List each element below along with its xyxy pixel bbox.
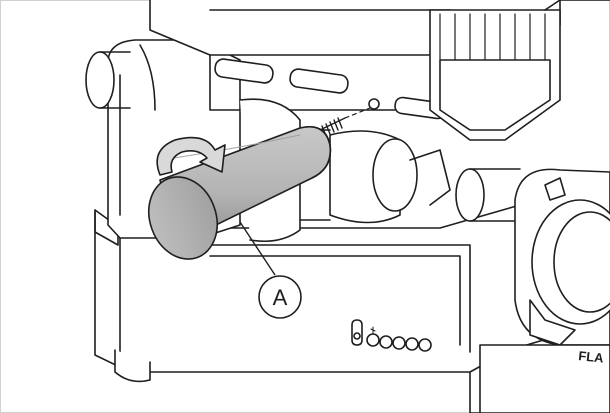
- carriage-front: [209, 54, 471, 111]
- slot-1: [214, 58, 274, 84]
- arm-link: [409, 149, 451, 206]
- left-shaft-body: [99, 51, 131, 109]
- left-shaft-end: [85, 51, 115, 109]
- dial-pointer: [529, 299, 576, 346]
- clamp-block: [429, 9, 561, 141]
- dial-notch: [544, 177, 566, 201]
- front-panel-inner: [209, 255, 461, 346]
- tool-cylinder: [148, 126, 332, 260]
- clamp-teeth: [439, 13, 546, 61]
- threaded-screw: [319, 107, 371, 137]
- led-indicator-panel: [351, 319, 432, 352]
- front-panel-edge: [199, 244, 471, 353]
- housing-curve: [139, 44, 156, 111]
- callout-circle: [258, 275, 302, 319]
- lower-right-panel: [479, 344, 610, 413]
- callout-label: A: [273, 285, 288, 310]
- screw-hole: [368, 98, 380, 110]
- partial-label-text: FLA: [578, 348, 605, 366]
- right-dial-inner: [553, 211, 610, 313]
- rotation-arrow-icon: [156, 136, 226, 176]
- right-shaft-body: [469, 168, 521, 222]
- foot: [114, 349, 151, 383]
- right-shaft-end: [455, 168, 485, 222]
- callout-leader-line: [239, 221, 276, 276]
- clamp-inner: [439, 59, 551, 131]
- callout-a: A: [239, 221, 302, 319]
- center-roller: [372, 138, 418, 212]
- slot-2: [289, 68, 349, 94]
- clamp-top-edge: [544, 0, 610, 11]
